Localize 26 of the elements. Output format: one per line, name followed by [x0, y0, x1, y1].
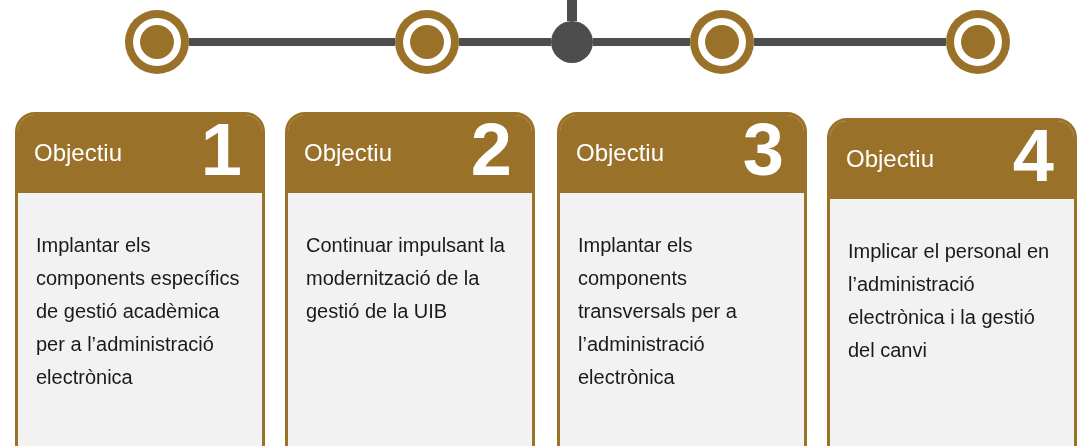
timeline-ring — [125, 10, 189, 74]
objective-number: 1 — [200, 115, 242, 187]
objective-description: Implantar els components transversals per a l’administració electrònica — [578, 233, 738, 390]
objective-description: Implicar el personal en l’administració electrònica i la gestió del canvi — [848, 239, 1051, 363]
timeline-ring — [395, 10, 459, 74]
objective-description: Continuar impulsant la modernització de la gestió de la UIB — [306, 233, 506, 324]
timeline-line — [754, 38, 946, 46]
objective-number: 3 — [742, 115, 784, 187]
timeline-line — [567, 0, 577, 21]
card-title: Objectiu — [34, 139, 123, 167]
card-title: Objectiu — [304, 139, 393, 167]
timeline-line — [593, 38, 690, 46]
objective-card — [557, 112, 807, 446]
timeline-line — [459, 38, 551, 46]
objective-card — [15, 112, 265, 446]
objective-card — [827, 118, 1077, 446]
objective-description: Implantar els components específics de gestió acadèmica per a l’administració electrònica — [36, 233, 241, 390]
timeline-dot — [551, 21, 593, 63]
timeline-line — [189, 38, 395, 46]
objective-number: 2 — [470, 115, 512, 187]
objective-number: 4 — [1012, 121, 1054, 193]
objective-card — [285, 112, 535, 446]
card-title: Objectiu — [576, 139, 665, 167]
timeline-ring — [690, 10, 754, 74]
timeline-ring — [946, 10, 1010, 74]
card-title: Objectiu — [846, 145, 935, 173]
